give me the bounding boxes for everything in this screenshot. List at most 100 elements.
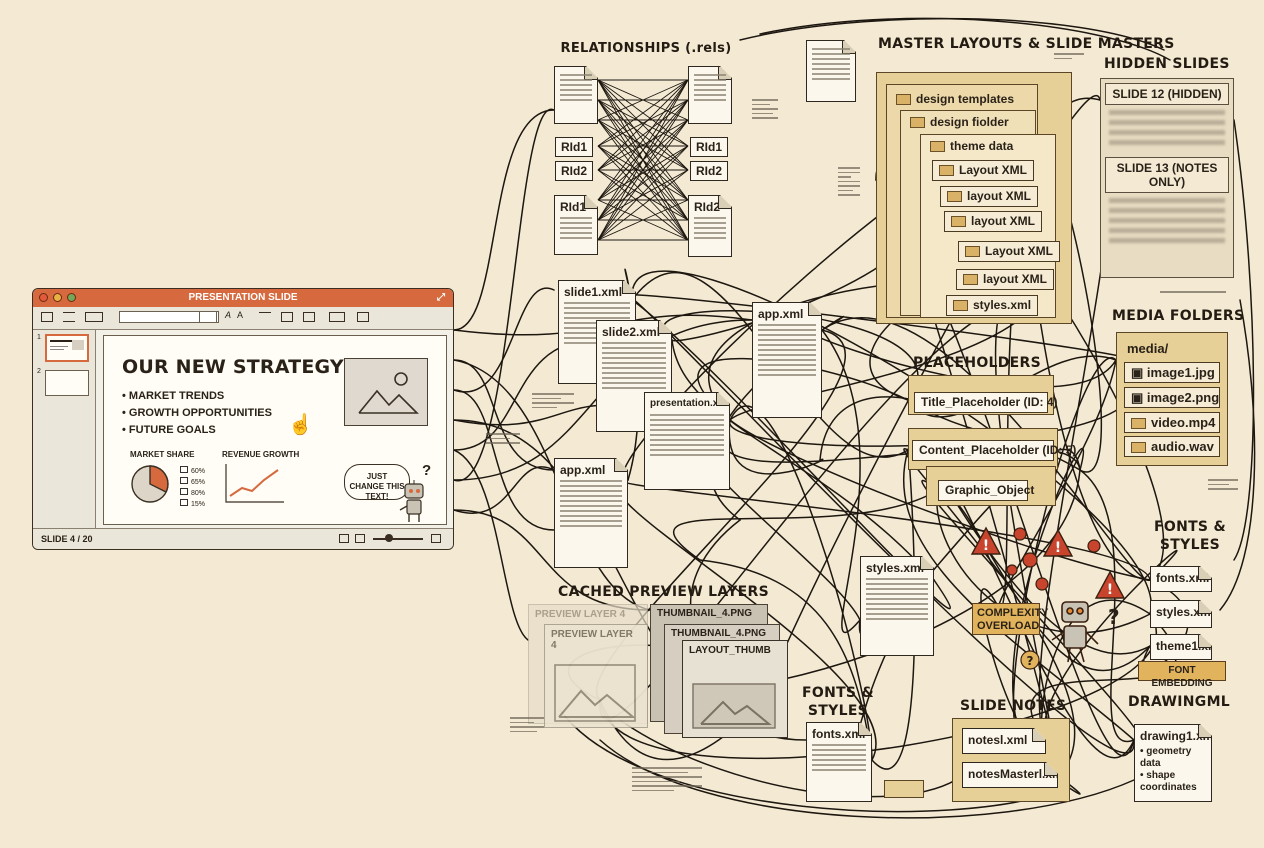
image-icon: ▣ [1131, 365, 1147, 380]
rels-doc-right[interactable] [688, 66, 732, 124]
size-select[interactable] [199, 311, 217, 323]
window-title: PRESENTATION SLIDE [188, 292, 298, 303]
connector-wire [597, 119, 689, 221]
connector-wire [597, 119, 689, 171]
rid-left-1[interactable]: RId1 [555, 137, 594, 157]
hidden-slide-12-title[interactable]: SLIDE 12 (HIDDEN) [1105, 83, 1229, 105]
media-item-audio[interactable]: audio.wav [1124, 436, 1220, 457]
slide-view-icon[interactable] [355, 534, 365, 543]
thumbnail-slide-2[interactable] [45, 370, 89, 396]
layout-icon[interactable] [85, 312, 103, 322]
theme1-xml-right[interactable]: theme1.xml [1150, 634, 1212, 660]
connector-wire [597, 169, 689, 241]
presentation-xml[interactable]: presentation.xml [644, 392, 730, 490]
notes-master-xml[interactable]: notesMasterl.xml [962, 762, 1058, 788]
app-xml-left[interactable]: app.xml [554, 458, 628, 568]
heading-fonts-styles-bottom: FONTS & STYLES [802, 685, 874, 719]
scribble [486, 430, 520, 447]
font-grow-icon[interactable]: A [225, 310, 232, 320]
list-icon[interactable] [63, 312, 75, 322]
styles-xml-master[interactable]: styles.xml [946, 295, 1039, 316]
connector-wire [597, 99, 689, 201]
minimize-dot[interactable] [53, 293, 62, 302]
connector-wire [597, 79, 689, 147]
media-item-image2[interactable]: ▣ image2.png [1124, 387, 1220, 408]
align-icon[interactable] [259, 312, 271, 322]
rels-doc-right-lower[interactable]: RId2 [688, 195, 732, 257]
svg-text:!: ! [983, 538, 989, 554]
connector-wire [597, 99, 689, 241]
rels-doc-left[interactable] [554, 66, 598, 124]
layout-xml-2[interactable]: layout XML [940, 186, 1039, 207]
robot-icon [1051, 601, 1099, 663]
connector-wire [453, 109, 555, 481]
hidden-slide-13-body [1101, 198, 1233, 243]
connector-wire [597, 79, 689, 201]
thumbnail-slide-1[interactable] [45, 334, 89, 362]
slide-canvas[interactable]: OUR NEW STRATEGY • MARKET TRENDS • GROWT… [103, 335, 447, 525]
rels-doc-left-lower[interactable]: RId1 [554, 195, 598, 255]
notes1-xml[interactable]: notesl.xml [962, 728, 1046, 754]
rid-right-1[interactable]: RId1 [690, 137, 729, 157]
folder-icon[interactable] [41, 312, 53, 322]
media-item-video[interactable]: video.mp4 [1124, 412, 1220, 433]
bullet-1: • MARKET TRENDS [122, 390, 225, 402]
connector-wire [597, 99, 689, 241]
presentation-window[interactable]: PRESENTATION SLIDE ⤢ A A 1 2 OUR NEW STR… [32, 288, 454, 550]
title-placeholder[interactable]: Title_Placeholder (ID: 4) [914, 392, 1057, 413]
shape-icon[interactable] [303, 312, 315, 322]
close-dot[interactable] [39, 293, 48, 302]
mountain-image-icon [358, 372, 419, 414]
rid-right-2[interactable]: RId2 [690, 161, 729, 181]
hidden-slide-13-title[interactable]: SLIDE 13 (NOTES ONLY) [1105, 157, 1229, 193]
graphic-object[interactable]: Graphic_Object [938, 480, 1034, 501]
connector-wire [597, 79, 689, 201]
loose-xml-doc[interactable] [806, 40, 856, 102]
crop-icon[interactable] [329, 312, 345, 322]
connector-wire [453, 359, 555, 471]
maximize-dot[interactable] [67, 293, 76, 302]
slide-bullets[interactable]: • MARKET TRENDS • GROWTH OPPORTUNITIES •… [122, 388, 272, 439]
bullet-2: • GROWTH OPPORTUNITIES [122, 407, 272, 419]
slide-title[interactable]: OUR NEW STRATEGY [122, 356, 344, 378]
expand-icon[interactable]: ⤢ [437, 292, 445, 303]
toolbar: A A [33, 307, 453, 330]
faded-image-icon [554, 664, 636, 722]
fonts-xml-right[interactable]: fonts.xml [1150, 566, 1212, 592]
media-item-image1[interactable]: ▣ image1.jpg [1124, 362, 1220, 383]
app-xml-center[interactable]: app.xml [752, 302, 822, 418]
layout-xml-4[interactable]: Layout XML [958, 241, 1060, 262]
styles-xml-right[interactable]: styles.xml [1150, 600, 1212, 628]
arrange-icon[interactable] [281, 312, 293, 322]
font-select[interactable] [119, 311, 219, 323]
heading-slide-notes: SLIDE NOTES [960, 698, 1067, 714]
zoom-slider[interactable] [373, 538, 423, 540]
svg-text:?: ? [1027, 654, 1034, 668]
layout-xml-5[interactable]: layout XML [956, 269, 1055, 290]
rid-left-2[interactable]: RId2 [555, 161, 594, 181]
connector-wire [597, 199, 689, 241]
slide-counter: SLIDE 4 / 20 [41, 534, 93, 544]
fit-icon[interactable] [431, 534, 441, 543]
layout-thumb[interactable]: LAYOUT_THUMB [682, 640, 788, 738]
robot-icon [399, 480, 424, 522]
layout-xml-1[interactable]: Layout XML [932, 160, 1034, 181]
thumbnail-pane: 1 2 [33, 330, 96, 528]
image-placeholder[interactable] [344, 358, 428, 426]
hidden-slides-panel: SLIDE 12 (HIDDEN) SLIDE 13 (NOTES ONLY) [1100, 78, 1234, 278]
zoom-slider-handle[interactable] [385, 534, 393, 542]
layout-xml-3[interactable]: layout XML [944, 211, 1043, 232]
panel-icon[interactable] [357, 312, 369, 322]
connector-wire [597, 79, 689, 241]
notes-view-icon[interactable] [339, 534, 349, 543]
font-shrink-icon[interactable]: A [237, 310, 244, 320]
pie-legend: 60% 65% 80% 15% [180, 466, 205, 510]
fonts-xml-bottom[interactable]: fonts.xml [806, 722, 872, 802]
connector-wire [597, 99, 689, 201]
connector-wire [597, 79, 689, 171]
drawing1-xml[interactable]: drawing1.xml • geometry data • shape coo… [1134, 724, 1212, 802]
content-placeholder[interactable]: Content_Placeholder (ID: 5) [912, 440, 1076, 461]
styles-xml-center[interactable]: styles.xml [860, 556, 934, 656]
complexity-cluster: ! ! ! ? ? [970, 526, 1126, 670]
small-folder[interactable] [884, 780, 924, 798]
